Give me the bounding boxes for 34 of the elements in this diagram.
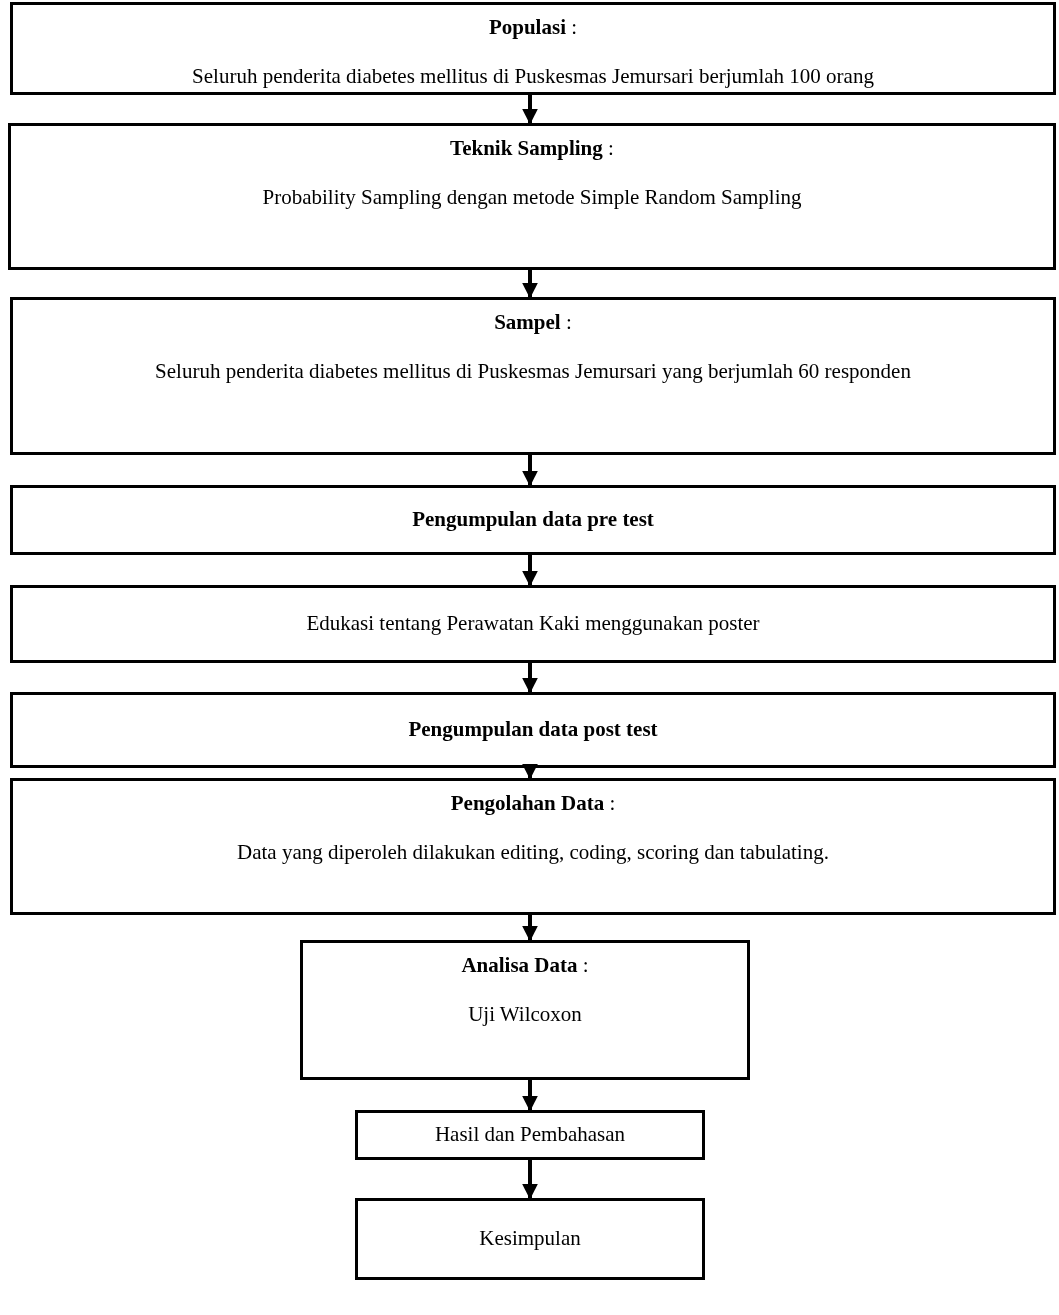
process-box [10,692,1056,768]
process-box [355,1198,705,1280]
process-box [8,123,1056,270]
box-text: Pengumpulan data pre test [412,507,654,533]
box-text: Hasil dan Pembahasan [434,1122,626,1148]
box-text: Probability Sampling dengan metode Simple Random Sampling [262,184,802,212]
process-box [10,297,1056,455]
box-heading: Populasi : [488,15,578,41]
process-box [10,585,1056,663]
arrow [522,555,538,587]
arrow [522,95,538,125]
arrow [522,915,538,942]
process-box [10,778,1056,915]
box-heading: Teknik Sampling : [450,136,614,162]
process-box [10,2,1056,95]
process-box [355,1110,705,1160]
box-text: Data yang diperoleh dilakukan editing, coding, scoring dan tabulating. [237,839,829,867]
arrow [522,1160,538,1200]
box-text: Pengumpulan data post test [408,717,658,743]
process-box [300,940,750,1080]
box-heading: Pengolahan Data : [450,791,616,817]
box-text: Seluruh penderita diabetes mellitus di Puskesmas Jemursari berjumlah 100 orang [192,63,874,91]
arrow [522,663,538,694]
box-text: Kesimpulan [479,1226,581,1252]
arrow [522,270,538,299]
box-text: Seluruh penderita diabetes mellitus di Puskesmas Jemursari yang berjumlah 60 responden [155,358,911,386]
box-text: Uji Wilcoxon [468,1001,582,1029]
process-box [10,485,1056,555]
arrow [522,763,538,780]
box-heading: Analisa Data : [461,953,589,979]
arrow [522,1080,538,1112]
arrow [522,455,538,487]
box-text: Edukasi tentang Perawatan Kaki menggunakan poster [306,611,760,637]
box-heading: Sampel : [494,310,572,336]
